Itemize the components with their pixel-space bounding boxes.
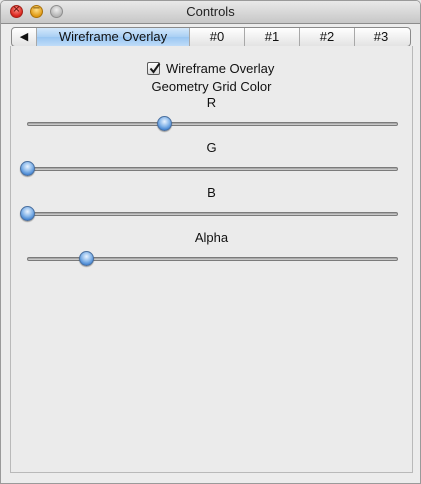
group-title: Geometry Grid Color <box>151 79 272 94</box>
wireframe-overlay-checkbox[interactable] <box>147 61 161 75</box>
slider-label-alpha: Alpha <box>194 230 229 245</box>
title-bar[interactable]: × − Controls <box>1 1 420 24</box>
checkbox-label: Wireframe Overlay <box>166 60 275 76</box>
slider-label-r: R <box>206 95 217 110</box>
close-window-button[interactable]: × <box>10 4 23 18</box>
slider-r-knob[interactable] <box>157 116 173 131</box>
slider-label-b: B <box>207 185 216 200</box>
slider-b-track[interactable] <box>27 212 398 216</box>
tab-0[interactable]: #0 <box>190 28 245 46</box>
window-title: Controls <box>186 4 235 19</box>
minimize-window-button[interactable]: − <box>30 3 43 18</box>
slider-b-knob[interactable] <box>20 206 35 221</box>
checkmark-icon <box>149 62 161 74</box>
slider-r-track[interactable] <box>27 122 398 126</box>
close-icon: × <box>12 4 21 15</box>
minimize-icon: − <box>32 3 41 14</box>
slider-alpha-knob[interactable] <box>79 251 95 266</box>
slider-g-track[interactable] <box>27 167 398 171</box>
tab-wireframe-overlay[interactable]: Wireframe Overlay <box>37 28 190 46</box>
tab-1[interactable]: #1 <box>245 28 300 46</box>
tab-3[interactable]: #3 <box>373 29 389 44</box>
slider-label-g: G <box>206 140 217 155</box>
zoom-window-button[interactable] <box>50 5 63 18</box>
tab-2[interactable]: #2 <box>300 28 355 46</box>
left-triangle-icon: ◀ <box>19 31 29 43</box>
wireframe-overlay-checkbox-row[interactable]: Wireframe Overlay <box>147 60 274 76</box>
tab-scroll-left-button[interactable]: ◀ <box>12 28 37 46</box>
tab-bar: ◀ Wireframe Overlay #0 #1 #2 #3 <box>11 27 411 47</box>
slider-g-knob[interactable] <box>20 161 35 176</box>
slider-alpha-track[interactable] <box>27 257 398 261</box>
